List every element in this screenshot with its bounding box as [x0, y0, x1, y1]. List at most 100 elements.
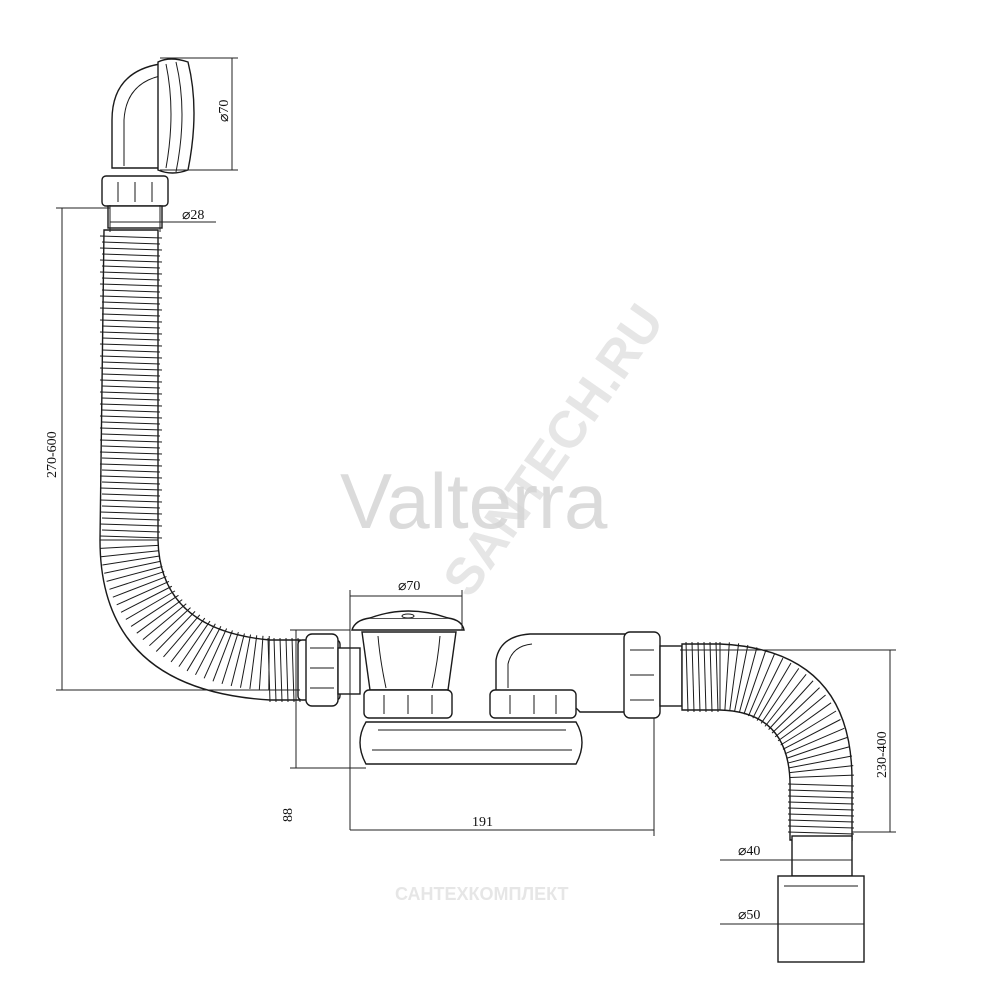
- hose-rib: [782, 719, 841, 750]
- hose-rib: [291, 637, 295, 703]
- label-outlet-hose-length: 230-400: [875, 731, 890, 778]
- hose-rib: [99, 355, 163, 359]
- hose-rib: [109, 571, 165, 590]
- hose-rib: [101, 493, 161, 497]
- label-drain-diameter: ⌀70: [398, 579, 420, 594]
- dimension-drain-height: 88: [281, 629, 366, 822]
- hose-rib: [787, 807, 855, 811]
- hose-rib: [99, 415, 163, 419]
- hose-rib: [239, 634, 252, 688]
- dimension-overflow-pipe-diameter: ⌀28: [109, 205, 216, 232]
- hose-rib: [100, 544, 159, 549]
- hose-rib: [116, 581, 170, 606]
- hose-rib: [101, 337, 161, 341]
- hose-rib: [101, 445, 161, 449]
- hose-rib: [99, 535, 163, 539]
- watermark-brand: Valterra: [340, 457, 608, 545]
- hose-rib: [101, 313, 161, 317]
- hose-rib: [99, 463, 163, 467]
- hose-rib: [764, 673, 807, 727]
- label-drain-height: 88: [281, 808, 296, 822]
- hose-rib: [685, 641, 689, 713]
- hose-rib: [101, 289, 161, 293]
- hose-rib: [212, 630, 233, 682]
- hose-rib: [787, 795, 855, 799]
- hose-rib: [99, 427, 163, 431]
- hose-rib: [787, 825, 855, 829]
- hose-rib: [99, 439, 163, 443]
- watermark-company: САНТЕХКОМПЛЕКТ: [395, 884, 569, 904]
- hose-rib: [186, 623, 216, 672]
- hose-rib: [99, 283, 163, 287]
- label-overflow-diameter: ⌀70: [217, 100, 232, 122]
- hose-rib: [787, 783, 855, 787]
- hose-rib: [99, 499, 163, 503]
- hose-rib: [709, 641, 713, 713]
- hose-rib: [99, 487, 163, 491]
- hose-rib: [756, 662, 792, 721]
- hose-rib: [142, 603, 187, 640]
- hose-rib: [120, 585, 173, 613]
- hose-rib: [697, 641, 701, 713]
- hose-rib: [738, 647, 758, 713]
- dimension-outlet-outer-diameter: ⌀50: [720, 908, 864, 925]
- hose-rib: [221, 631, 239, 685]
- hose-rib: [101, 277, 161, 281]
- label-drain-span: 191: [472, 815, 493, 830]
- hose-rib: [230, 633, 245, 687]
- hose-rib: [101, 265, 161, 269]
- hose-rib: [101, 397, 161, 401]
- dimension-outlet-inner-diameter: ⌀40: [720, 844, 852, 861]
- hose-rib: [729, 643, 740, 711]
- hose-rib: [101, 385, 161, 389]
- hose-rib: [780, 710, 837, 746]
- hose-rib: [787, 801, 855, 805]
- hose-rib: [99, 295, 163, 299]
- hose-rib: [203, 628, 228, 679]
- dimension-overflow-hose-length: 270-600: [45, 207, 300, 691]
- watermark-site: SANTECH.RU: [432, 294, 675, 607]
- hose-rib: [99, 367, 163, 371]
- hose-rib: [101, 469, 161, 473]
- hose-rib: [788, 755, 853, 769]
- overflow-corrugated-hose: [99, 229, 301, 703]
- hose-rib: [99, 271, 163, 275]
- hose-rib: [101, 421, 161, 425]
- hose-rib: [136, 599, 183, 634]
- hose-rib: [703, 641, 707, 713]
- hose-rib: [99, 475, 163, 479]
- hose-rib: [101, 457, 161, 461]
- hose-rib: [267, 637, 271, 703]
- hose-rib: [101, 433, 161, 437]
- outlet-corrugated-hose: [681, 641, 865, 963]
- hose-rib: [99, 259, 163, 263]
- hose-rib: [691, 641, 695, 713]
- hose-rib: [101, 550, 159, 558]
- hose-rib: [149, 607, 191, 647]
- hose-rib: [99, 523, 163, 527]
- hose-rib: [774, 694, 826, 738]
- label-overflow-hose-length: 270-600: [45, 431, 60, 478]
- label-outlet-outer-diameter: ⌀50: [738, 908, 760, 923]
- hose-rib: [99, 319, 163, 323]
- hose-rib: [101, 361, 161, 365]
- hose-rib: [787, 813, 855, 817]
- hose-rib: [715, 641, 719, 713]
- dimension-overflow-diameter: ⌀70: [160, 57, 238, 171]
- drain-assembly: [297, 610, 683, 765]
- hose-rib: [102, 555, 160, 566]
- hose-rib: [99, 451, 163, 455]
- hose-rib: [768, 680, 814, 730]
- hose-rib: [787, 831, 855, 835]
- hose-rib: [155, 610, 196, 652]
- dimension-drain-span: 191: [350, 718, 655, 836]
- hose-rib: [724, 642, 730, 711]
- hose-rib: [99, 307, 163, 311]
- hose-rib: [789, 765, 854, 774]
- hose-rib: [106, 565, 163, 582]
- hose-rib: [101, 481, 161, 485]
- hose-rib: [101, 409, 161, 413]
- hose-rib: [99, 235, 163, 239]
- hose-rib: [163, 614, 201, 658]
- hose-rib: [748, 653, 775, 717]
